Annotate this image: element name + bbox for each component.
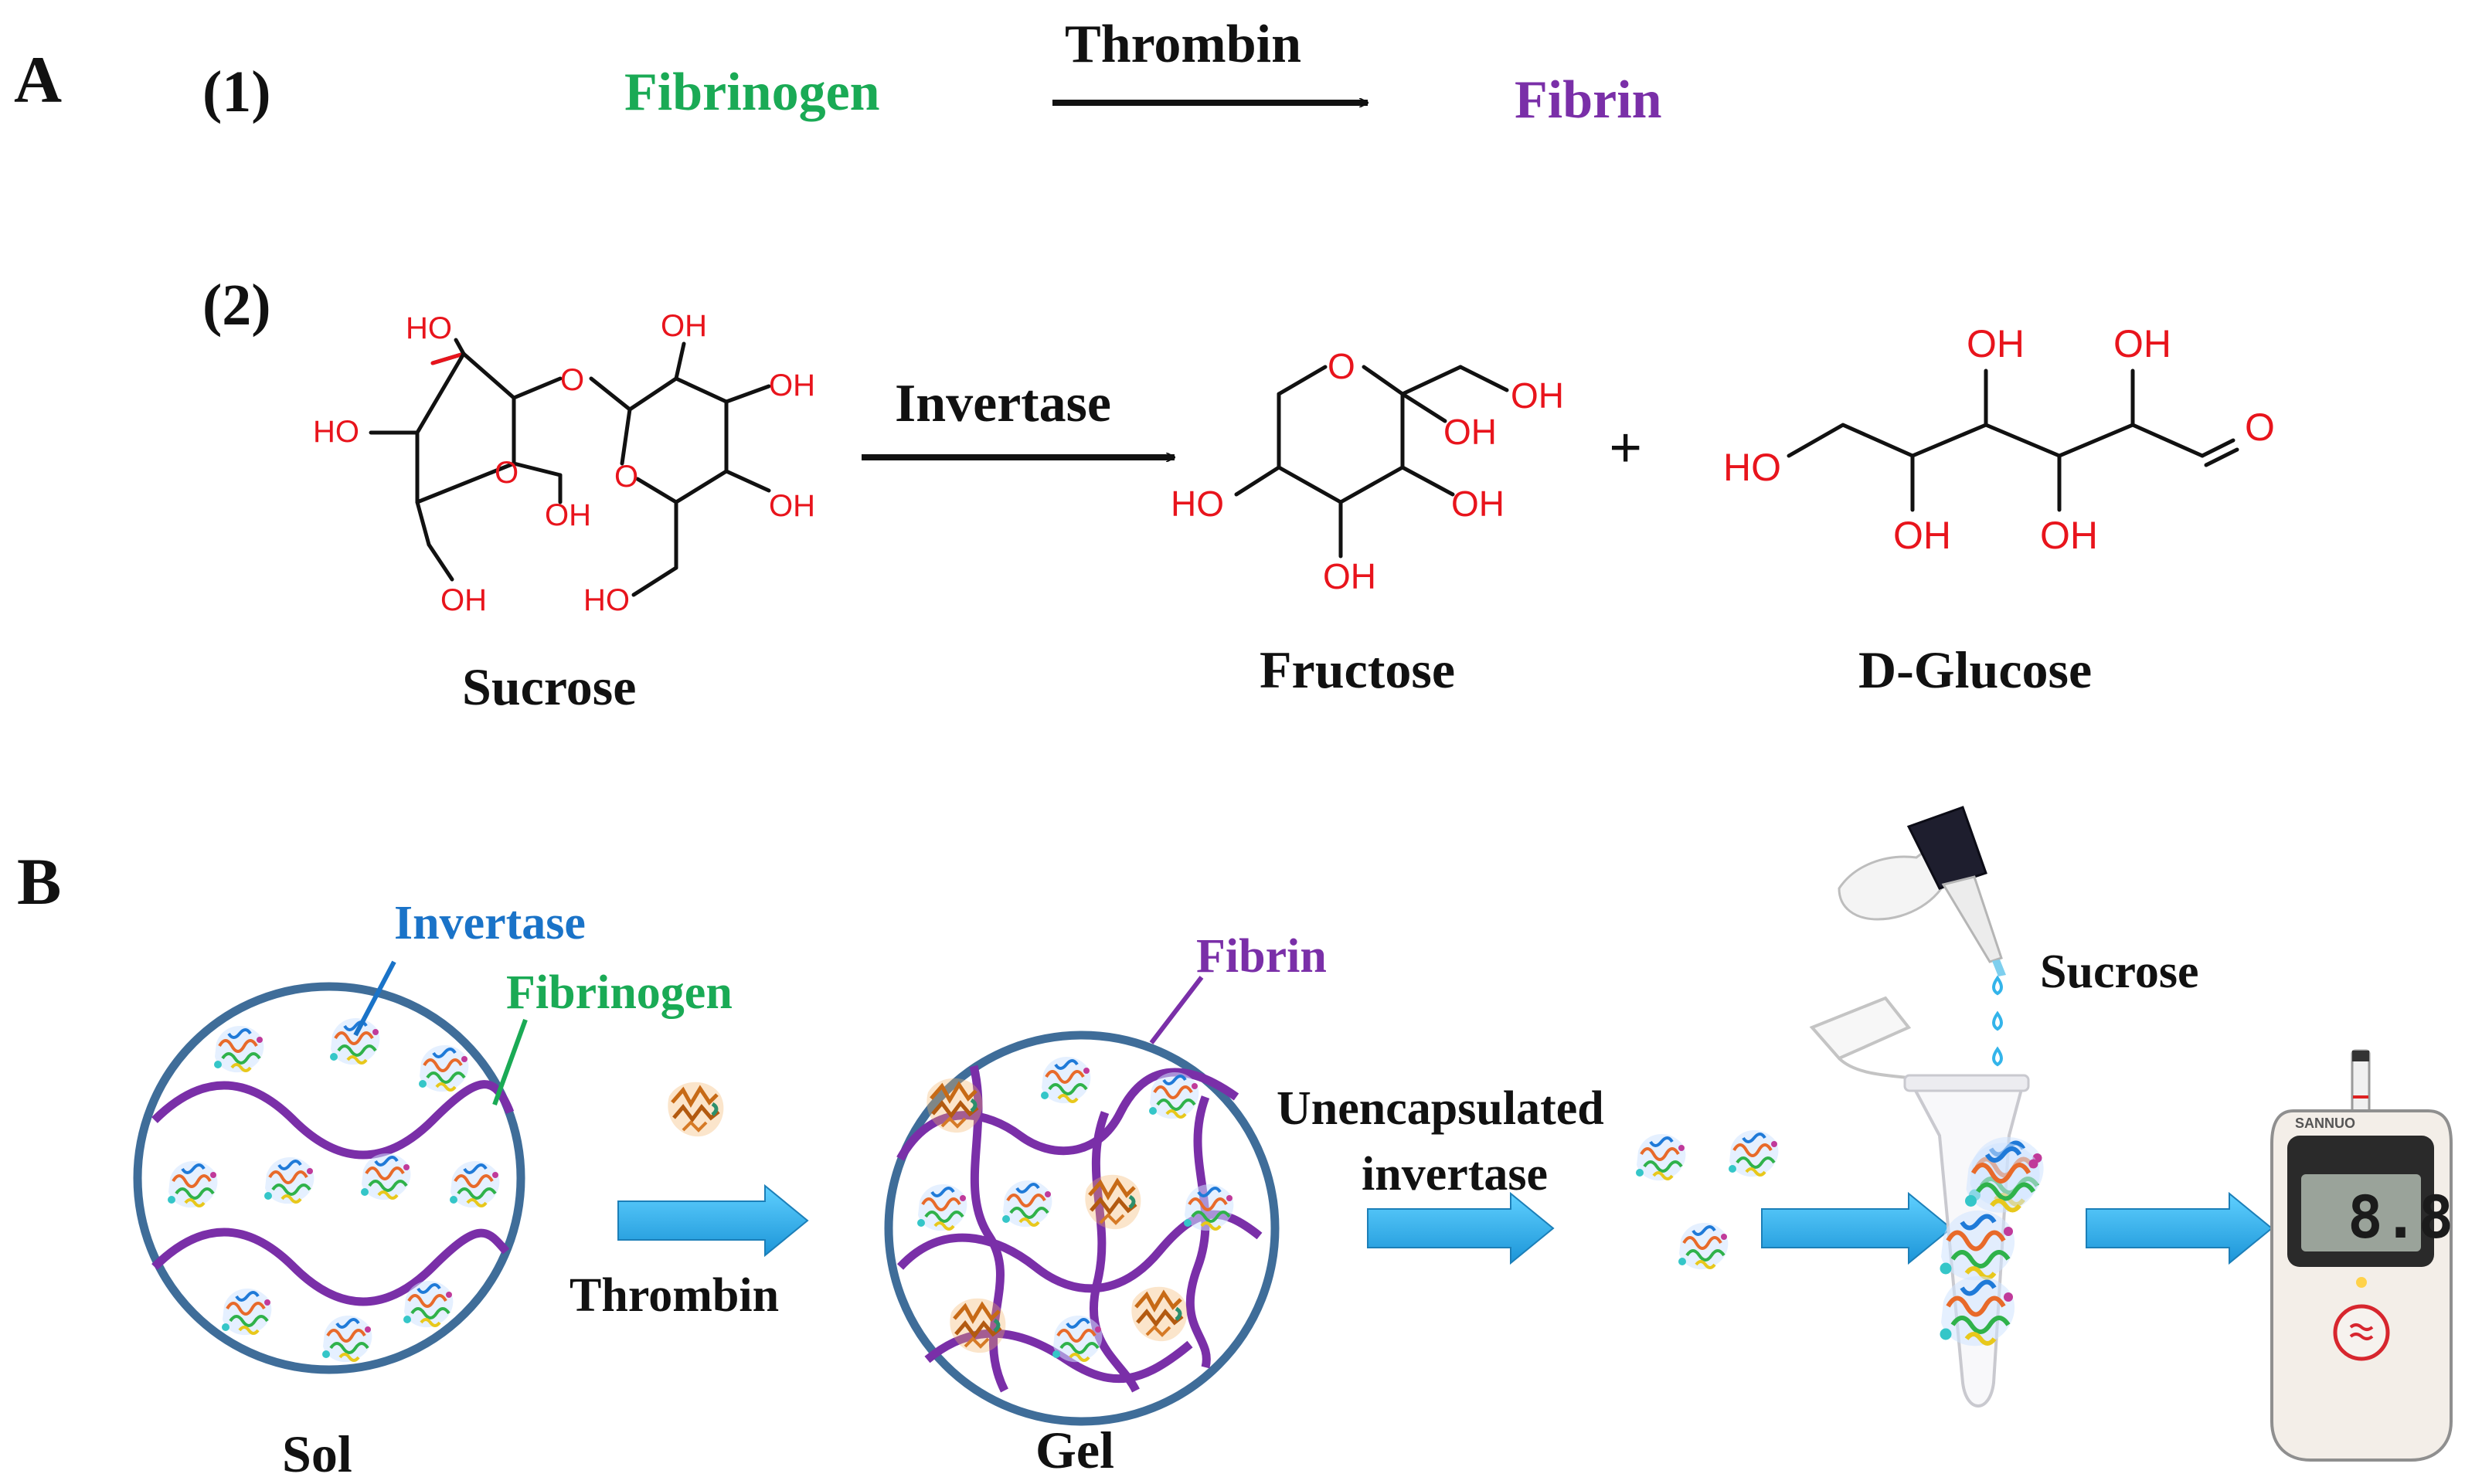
meter-brand: SANNUO bbox=[2295, 1116, 2355, 1131]
fibrinogen-label: Fibrinogen bbox=[506, 966, 733, 1019]
sol-circle bbox=[133, 982, 525, 1374]
gel-label: Gel bbox=[1035, 1421, 1114, 1479]
meter-display: 8.8 bbox=[2348, 1183, 2453, 1251]
sucrose-o-ring-f: O bbox=[495, 456, 518, 490]
sucrose-oh-bottom: OH bbox=[440, 583, 487, 617]
sucrose-ho-left: HO bbox=[313, 415, 359, 449]
fibrinogen-chain bbox=[151, 1228, 510, 1306]
process-arrow bbox=[1761, 1191, 1953, 1265]
fructose-name: Fructose bbox=[1260, 640, 1455, 699]
sucrose-oh-ch2: OH bbox=[545, 498, 591, 532]
sucrose-name: Sucrose bbox=[462, 657, 636, 716]
meter-button bbox=[2333, 1304, 2390, 1361]
unencapsulated-label-line2: invertase bbox=[1362, 1148, 1548, 1200]
fructose-oh-c3: OH bbox=[1451, 484, 1504, 524]
glucose-name: D-Glucose bbox=[1858, 640, 2092, 699]
sucrose-oh-right: OH bbox=[769, 368, 815, 402]
invertase-enzyme-text: Invertase bbox=[895, 374, 1111, 433]
fibrin-network bbox=[1089, 1111, 1140, 1393]
fructose-structure: O OH OH OH HO OH bbox=[1171, 346, 1564, 596]
glucose-structure: HO OH OH OH OH O bbox=[1723, 322, 2275, 557]
sucrose-structure: HO HO O OH OH O OH OH O OH HO bbox=[313, 309, 815, 617]
sol-label: Sol bbox=[282, 1425, 352, 1483]
fibrinogen-text: Fibrinogen bbox=[624, 63, 880, 122]
sucrose-oh-top: OH bbox=[661, 309, 707, 343]
invertase-molecule bbox=[1727, 1128, 1780, 1179]
eppendorf-tube bbox=[1809, 996, 2044, 1408]
fructose-o-ring: O bbox=[1328, 346, 1355, 386]
sucrose-label: Sucrose bbox=[2040, 946, 2199, 998]
glucose-oh-c2: OH bbox=[2113, 322, 2171, 365]
fructose-ho-c5: HO bbox=[1171, 484, 1224, 524]
thrombin-enzyme-text: Thrombin bbox=[1065, 15, 1301, 74]
sucrose-ho-top: HO bbox=[406, 311, 452, 345]
glucose-oh-c5: OH bbox=[1893, 514, 1951, 557]
fibrinogen-chain bbox=[151, 1080, 515, 1160]
panel-b-label: B bbox=[17, 844, 61, 919]
sucrose-o-bridge: O bbox=[560, 363, 584, 397]
pipette-glove bbox=[1838, 806, 2006, 976]
invertase-molecule bbox=[1940, 1276, 2015, 1346]
sucrose-o-ring-g: O bbox=[614, 460, 638, 494]
glucose-ho-c6: HO bbox=[1723, 446, 1781, 489]
invertase-molecule bbox=[1677, 1221, 1730, 1272]
sucrose-oh-right2: OH bbox=[769, 489, 815, 523]
sucrose-droplets bbox=[1992, 975, 2003, 1067]
thrombin-molecule bbox=[668, 1082, 723, 1136]
process-arrow bbox=[1367, 1191, 1555, 1265]
reaction-1-number: (1) bbox=[202, 59, 271, 124]
plus-sign: + bbox=[1609, 416, 1642, 481]
fibrinogen-pointer-line bbox=[492, 1018, 528, 1106]
invertase-pointer-line bbox=[353, 960, 396, 1037]
reaction-2-number: (2) bbox=[202, 273, 271, 338]
process-arrow bbox=[2086, 1191, 2273, 1265]
sucrose-ho-bottom: HO bbox=[583, 583, 630, 617]
fructose-oh-c4: OH bbox=[1323, 556, 1376, 596]
fructose-oh-c2: OH bbox=[1443, 412, 1497, 452]
process-arrow bbox=[617, 1183, 809, 1258]
fructose-oh-ch2: OH bbox=[1511, 375, 1564, 416]
thrombin-label: Thrombin bbox=[570, 1269, 779, 1322]
invertase-label: Invertase bbox=[394, 897, 586, 949]
unencapsulated-label-line1: Unencapsulated bbox=[1277, 1082, 1604, 1135]
glucose-oh-c3: OH bbox=[2040, 514, 2098, 557]
fibrin-network bbox=[1185, 1095, 1211, 1369]
fibrin-text: Fibrin bbox=[1515, 70, 1662, 130]
fibrin-label: Fibrin bbox=[1196, 930, 1327, 983]
meter-indicator-light bbox=[2356, 1277, 2367, 1288]
fibrin-pointer-line bbox=[1149, 976, 1204, 1044]
invertase-molecule bbox=[1634, 1132, 1688, 1183]
glucose-o-aldehyde: O bbox=[2245, 406, 2275, 449]
glucose-oh-c4: OH bbox=[1967, 322, 2025, 365]
panel-a-label: A bbox=[14, 42, 62, 117]
glucose-meter: SANNUO 8.8 bbox=[2270, 1049, 2453, 1462]
gel-circle bbox=[884, 1031, 1280, 1426]
